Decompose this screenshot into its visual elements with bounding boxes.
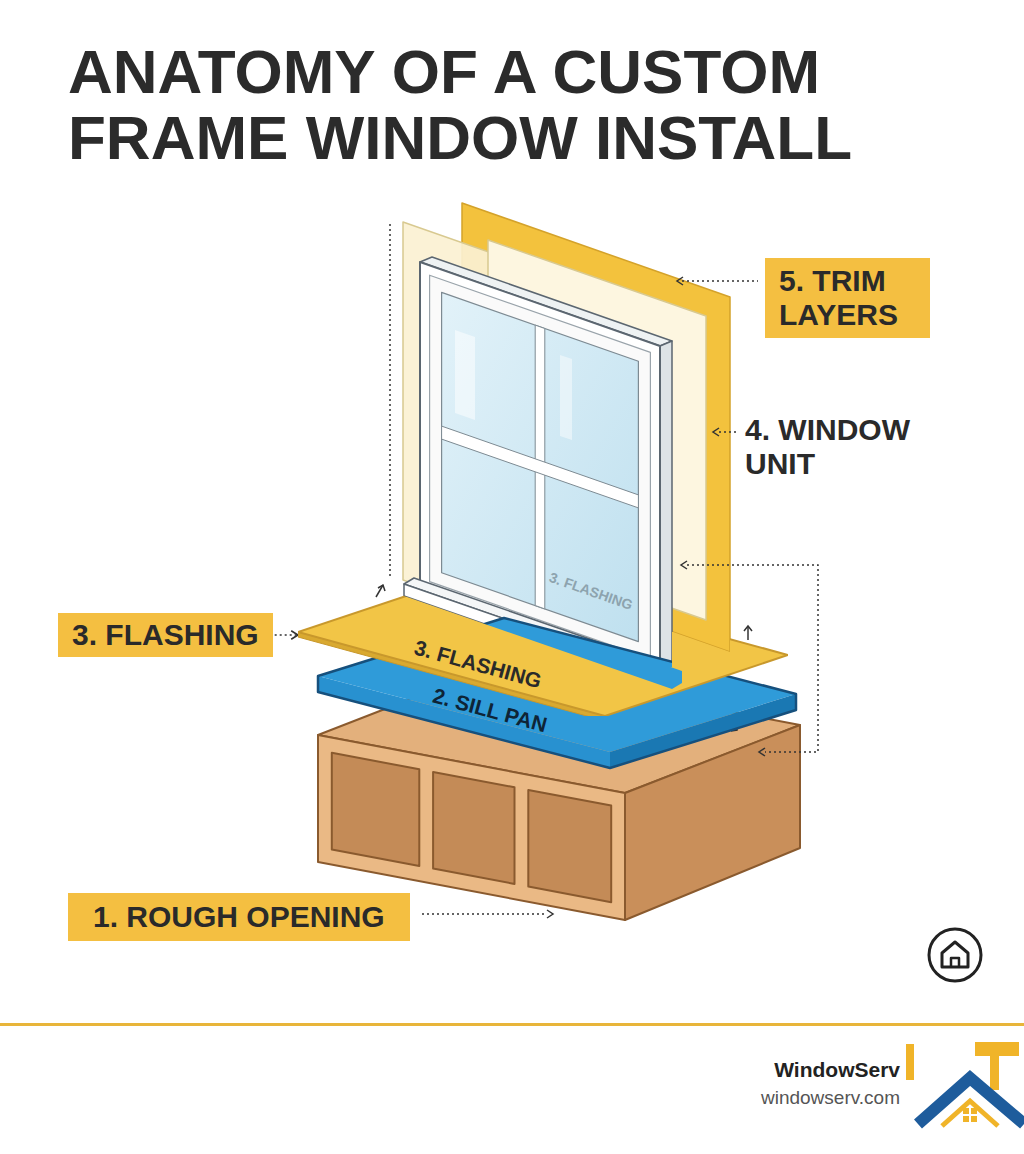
title-block: ANATOMY OF A CUSTOM FRAME WINDOW INSTALL <box>68 39 938 171</box>
label-holder: windowserv.com <box>761 1087 900 1109</box>
flashing-outline <box>298 571 788 716</box>
leader-arrow <box>275 631 298 639</box>
callout-box: 5. TRIM LAYERS <box>765 258 930 338</box>
house-icon <box>929 929 981 981</box>
label-holder: 4. WINDOW UNIT <box>745 413 940 481</box>
brand-logo <box>906 1042 1024 1126</box>
brand-name: WindowServ <box>774 1058 900 1082</box>
callout-label: 1. ROUGH OPENING <box>93 900 385 934</box>
arrow-head <box>291 631 298 639</box>
flashing-sheet: 3. FLASHING <box>298 571 788 716</box>
brand-url: windowserv.com <box>761 1087 900 1109</box>
footer-rule <box>0 1023 1024 1026</box>
callout-box: 3. FLASHING <box>58 613 273 657</box>
leader-line <box>275 634 298 636</box>
label-holder: WindowServ <box>774 1058 900 1082</box>
callout-label: 5. TRIM LAYERS <box>779 264 916 332</box>
callout-box: 1. ROUGH OPENING <box>68 893 410 941</box>
leader-lines <box>376 224 818 918</box>
callout-label: 3. FLASHING <box>72 618 259 652</box>
title: ANATOMY OF A CUSTOM FRAME WINDOW INSTALL <box>68 39 938 171</box>
part-label: 4. WINDOW UNIT <box>745 413 940 481</box>
